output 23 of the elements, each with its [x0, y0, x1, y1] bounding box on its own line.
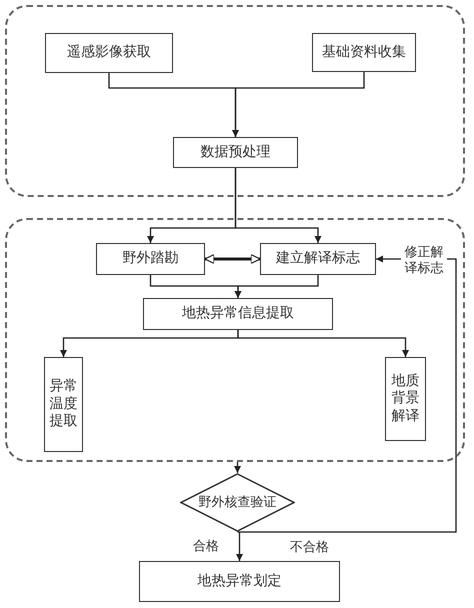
- process-box: 建立解译标志: [260, 243, 376, 275]
- process-box: 遥感影像获取: [45, 33, 173, 73]
- arrow: [236, 532, 243, 561]
- edge-label: 合格: [193, 538, 219, 554]
- arrow: [234, 275, 319, 298]
- arrow: [234, 462, 241, 473]
- process-box: 异常温度提取: [44, 357, 83, 452]
- note-text: 修正解译标志: [401, 244, 447, 276]
- decision-diamond: 野外核查验证: [180, 473, 295, 532]
- arrow: [237, 330, 409, 357]
- arrow: [234, 168, 322, 243]
- arrow: [238, 256, 457, 533]
- process-box: 地质背景解译: [385, 357, 426, 441]
- edge-label: 不合格: [290, 539, 329, 555]
- process-box: 地热异常划定: [139, 561, 340, 602]
- arrow: [232, 72, 365, 137]
- process-box: 数据预处理: [173, 137, 298, 168]
- process-box: 基础资料收集: [312, 33, 416, 72]
- dashed-frame: [5, 218, 465, 462]
- arrow: [204, 254, 261, 264]
- process-box: 野外踏勘: [96, 243, 205, 275]
- process-box: 地热异常信息提取: [143, 298, 333, 330]
- dashed-frame: [5, 5, 465, 197]
